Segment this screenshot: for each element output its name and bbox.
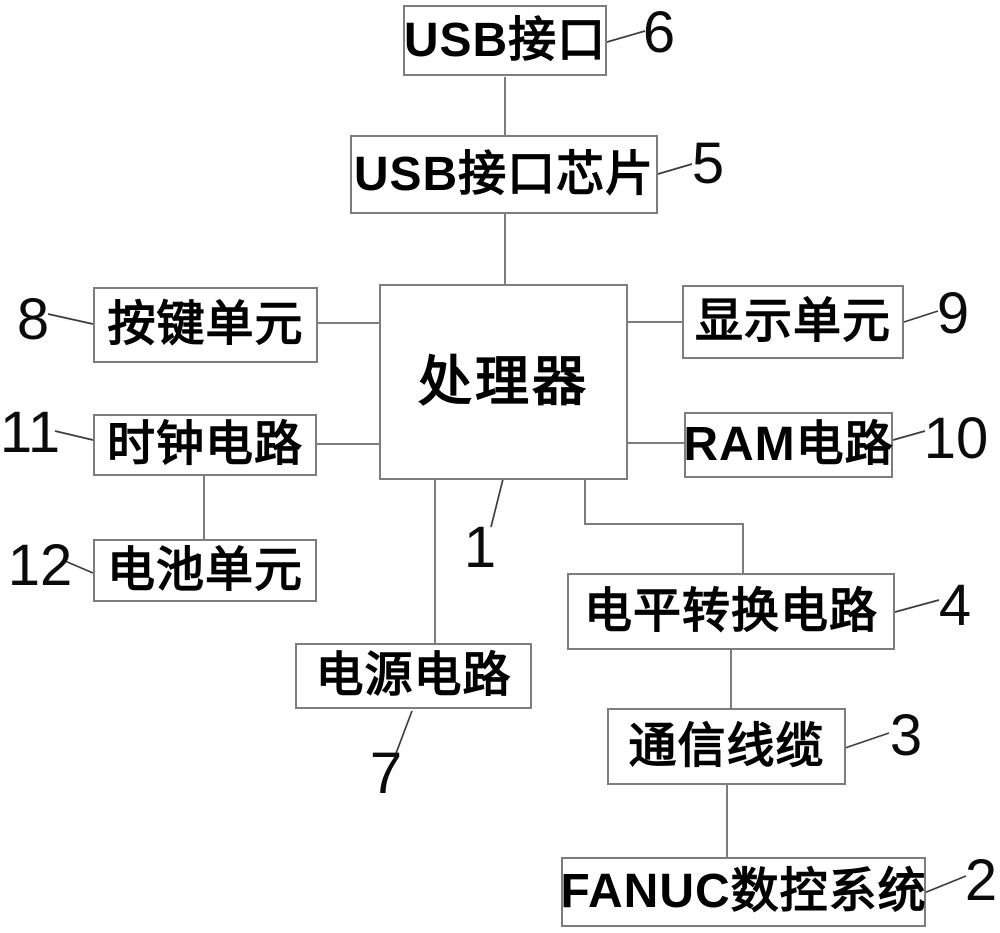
node-key-unit: 按键单元	[93, 287, 318, 363]
node-power-circuit: 电源电路	[295, 643, 532, 709]
node-power-circuit-label: 电源电路	[315, 649, 512, 702]
leader-ref-2	[923, 875, 967, 894]
ref-number-battery-unit: 12	[7, 533, 73, 598]
ref-number-key-unit: 8	[16, 287, 50, 352]
ref-number-power-circuit: 7	[369, 741, 403, 806]
connector-processor-level-shift	[584, 480, 744, 573]
node-level-conversion-circuit-label: 电平转换电路	[583, 584, 878, 638]
node-ram-circuit-label: RAM电路	[683, 418, 894, 471]
ref-number-ram-circuit: 10	[923, 406, 989, 471]
node-battery-unit-label: 电池单元	[106, 543, 303, 597]
node-processor-label: 处理器	[418, 352, 589, 412]
leader-ref-9	[903, 310, 939, 323]
node-ram-circuit: RAM电路	[683, 412, 894, 478]
leader-ref-1	[490, 478, 504, 528]
ref-number-clock-circuit: 11	[0, 400, 61, 465]
node-fanuc-cnc-system: FANUC数控系统	[560, 857, 927, 927]
node-communication-cable: 通信线缆	[607, 708, 846, 785]
leader-ref-7	[394, 710, 413, 757]
ref-number-usb-port: 6	[642, 0, 676, 65]
leader-ref-5	[657, 163, 693, 175]
node-clock-circuit: 时钟电路	[93, 414, 317, 476]
ref-number-comm-cable: 3	[889, 703, 923, 768]
node-level-conversion-circuit: 电平转换电路	[567, 573, 895, 650]
ref-number-processor: 1	[463, 515, 497, 580]
leader-ref-6	[606, 30, 646, 43]
node-usb-interface-chip-label: USB接口芯片	[353, 147, 655, 201]
node-usb-interface-chip: USB接口芯片	[350, 135, 658, 214]
leader-ref-11	[54, 430, 94, 441]
node-battery-unit: 电池单元	[93, 539, 317, 602]
leader-ref-12	[64, 560, 94, 574]
leader-ref-3	[844, 732, 890, 749]
node-key-unit-label: 按键单元	[107, 298, 304, 351]
ref-number-display-unit: 9	[936, 281, 970, 346]
leader-ref-10	[892, 430, 926, 441]
leader-ref-8	[47, 313, 94, 325]
node-display-unit: 显示单元	[682, 285, 904, 359]
node-usb-port: USB接口	[403, 5, 607, 76]
node-processor: 处理器	[379, 284, 628, 480]
ref-number-fanuc-cnc-system: 2	[964, 848, 998, 913]
ref-number-usb-chip: 5	[691, 131, 725, 196]
ref-number-level-shift: 4	[938, 573, 972, 638]
node-usb-port-label: USB接口	[403, 13, 607, 67]
node-clock-circuit-label: 时钟电路	[106, 418, 303, 471]
node-display-unit-label: 显示单元	[694, 295, 891, 348]
node-communication-cable-label: 通信线缆	[628, 719, 825, 773]
leader-ref-4	[894, 599, 940, 613]
node-fanuc-cnc-system-label: FANUC数控系统	[560, 865, 927, 918]
